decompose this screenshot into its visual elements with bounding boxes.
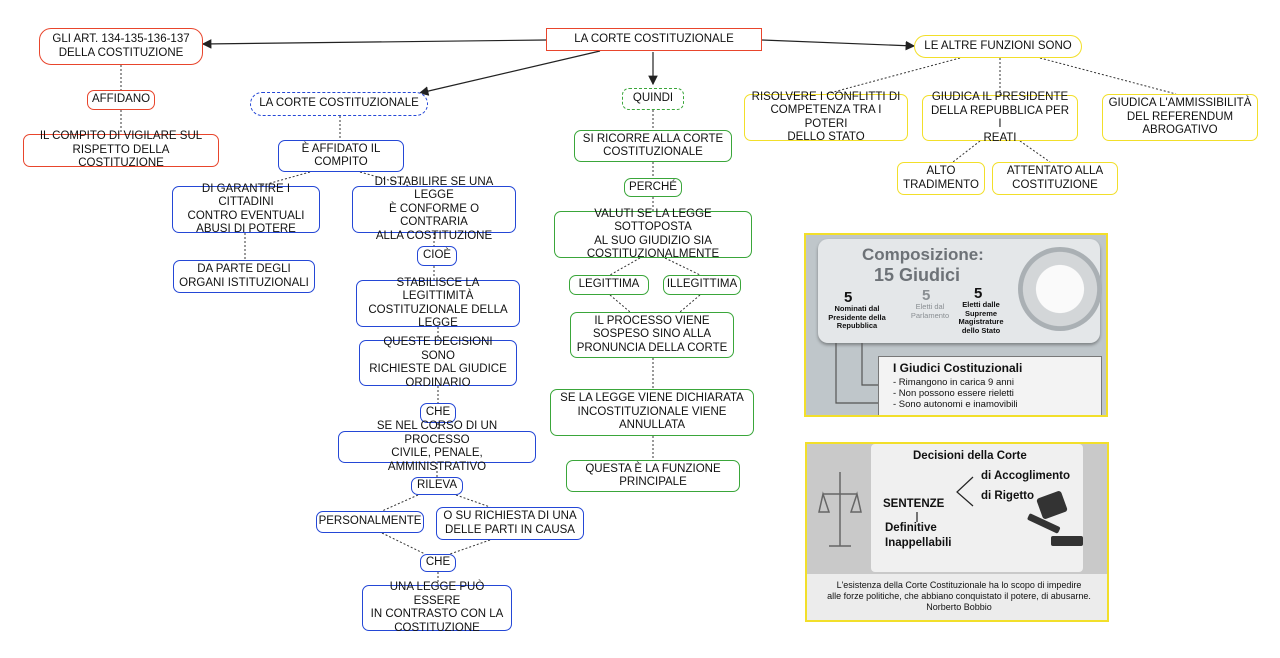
giudici-line-2: - Non possono essere rieletti: [893, 388, 1014, 399]
sospeso-node: IL PROCESSO VIENE SOSPESO SINO ALLA PRON…: [570, 312, 734, 358]
link-illegittima-sospeso: [679, 294, 701, 313]
legittimita-node: STABILISCE LA LEGITTIMITÀ COSTITUZIONALE…: [356, 277, 520, 329]
group-3-label: Eletti dalle Supreme Magistrature dello …: [958, 300, 1004, 335]
link-rileva-suricichiesta: [455, 494, 491, 508]
decisioni-title: Decisioni della Corte: [913, 450, 1027, 462]
che2-node: CHE: [420, 554, 456, 572]
link-rileva-personalmente: [381, 494, 419, 512]
group-1-label: Nominati dal Presidente della Repubblica: [828, 304, 886, 330]
sentenze-bracket: [916, 476, 974, 522]
link-legittima-sospeso: [609, 294, 631, 313]
quote-line-2: alle forze politiche, che abbiano conqui…: [827, 591, 1091, 601]
valuti-node: VALUTI SE LA LEGGE SOTTOPOSTA AL SUO GIU…: [554, 208, 752, 260]
conflitti-node: RISOLVERE I CONFLITTI DI COMPETENZA TRA …: [744, 91, 908, 143]
annullata-node: SE LA LEGGE VIENE DICHIARATA INCOSTITUZI…: [550, 389, 754, 436]
su-richiesta-node: O SU RICHIESTA DI UNA DELLE PARTI IN CAU…: [436, 507, 584, 540]
quote-line-1: L'esistenza della Corte Costituzionale h…: [836, 580, 1082, 590]
composizione-image: Composizione: 15 Giudici 5 Nominati dal …: [804, 233, 1108, 417]
root-node: LA CORTE COSTITUZIONALE: [546, 28, 762, 51]
alto-tradimento-node: ALTO TRADIMENTO: [897, 162, 985, 195]
funzione-node: QUESTA È LA FUNZIONE PRINCIPALE: [566, 460, 740, 492]
corte2-node: LA CORTE COSTITUZIONALE: [250, 92, 428, 116]
quote-author: Norberto Bobbio: [926, 602, 992, 612]
affidato-node: È AFFIDATO IL COMPITO: [278, 140, 404, 172]
decisioni-image: Decisioni della Corte SENTENZE di Accogl…: [805, 442, 1109, 622]
articoli-node: GLI ART. 134-135-136-137 DELLA COSTITUZI…: [39, 28, 203, 65]
ricorre-node: SI RICORRE ALLA CORTE COSTITUZIONALE: [574, 130, 732, 162]
judges-wheel-icon: [1018, 247, 1102, 331]
giudici-box-title: I Giudici Costituzionali: [893, 361, 1023, 375]
personalmente-node: PERSONALMENTE: [316, 511, 424, 533]
rigetto-label: di Rigetto: [981, 490, 1035, 502]
inappellabili-label: Inappellabili: [885, 537, 952, 549]
group-1-number: 5: [844, 289, 853, 306]
referendum-node: GIUDICA L'AMMISSIBILITÀ DEL REFERENDUM A…: [1102, 94, 1258, 141]
group-2-number: 5: [922, 287, 931, 304]
legittima-node: LEGITTIMA: [569, 275, 649, 295]
affidano-node: AFFIDANO: [87, 90, 155, 110]
attentato-node: ATTENTATO ALLA COSTITUZIONE: [992, 162, 1118, 195]
link-altre-referendum: [1039, 57, 1177, 95]
arrow-root-articoli: [201, 39, 547, 49]
perche-node: PERCHÉ: [624, 178, 682, 197]
quindi-node: QUINDI: [622, 88, 684, 110]
che1-node: CHE: [420, 403, 456, 423]
panel1-connectors: [835, 343, 878, 404]
group-3-number: 5: [974, 285, 983, 302]
sentenze-label: SENTENZE: [883, 498, 945, 510]
cioe-node: CIOÈ: [417, 246, 457, 266]
composizione-subtitle: 15 Giudici: [874, 265, 961, 285]
giudici-line-3: - Sono autonomi e inamovibili: [893, 399, 1018, 410]
link-sur-che2: [449, 539, 491, 555]
parte-organi-node: DA PARTE DEGLI ORGANI ISTITUZIONALI: [173, 260, 315, 293]
garantire-node: DI GARANTIRE I CITTADINI CONTRO EVENTUAL…: [172, 183, 320, 235]
illegittima-node: ILLEGITTIMA: [663, 275, 741, 295]
giudica-presidente-node: GIUDICA IL PRESIDENTE DELLA REPUBBLICA P…: [922, 91, 1078, 144]
rileva-node: RILEVA: [411, 477, 463, 495]
altre-node: LE ALTRE FUNZIONI SONO: [914, 35, 1082, 58]
compito-vigilare-node: IL COMPITO DI VIGILARE SUL RISPETTO DELL…: [23, 130, 219, 169]
questioni-node: QUESTE DECISIONI SONO RICHIESTE DAL GIUD…: [359, 336, 517, 389]
composizione-title: Composizione:: [862, 245, 984, 264]
giudici-line-1: - Rimangono in carica 9 anni: [893, 377, 1014, 388]
arrow-root-corte2: [418, 50, 601, 96]
quote-strip: L'esistenza della Corte Costituzionale h…: [807, 574, 1107, 620]
contrasto-node: UNA LEGGE PUÒ ESSERE IN CONTRASTO CON LA…: [362, 581, 512, 634]
composizione-card: Composizione: 15 Giudici 5 Nominati dal …: [818, 239, 1102, 343]
definitive-label: Definitive: [885, 522, 937, 534]
stabilire-node: DI STABILIRE SE UNA LEGGE È CONFORME O C…: [352, 176, 516, 242]
processo-node: SE NEL CORSO DI UN PROCESSO CIVILE, PENA…: [338, 420, 536, 473]
accoglimento-label: di Accoglimento: [981, 470, 1071, 482]
link-altre-conflitti: [825, 57, 961, 95]
gavel-icon: [1027, 491, 1083, 546]
giudici-box: I Giudici Costituzionali - Rimangono in …: [878, 356, 1102, 415]
group-2-label: Eletti dal Parlamento: [910, 302, 950, 320]
scales-of-justice-icon: [818, 472, 862, 547]
arrow-root-altre: [761, 39, 916, 51]
link-personalmente-che2: [381, 532, 426, 555]
